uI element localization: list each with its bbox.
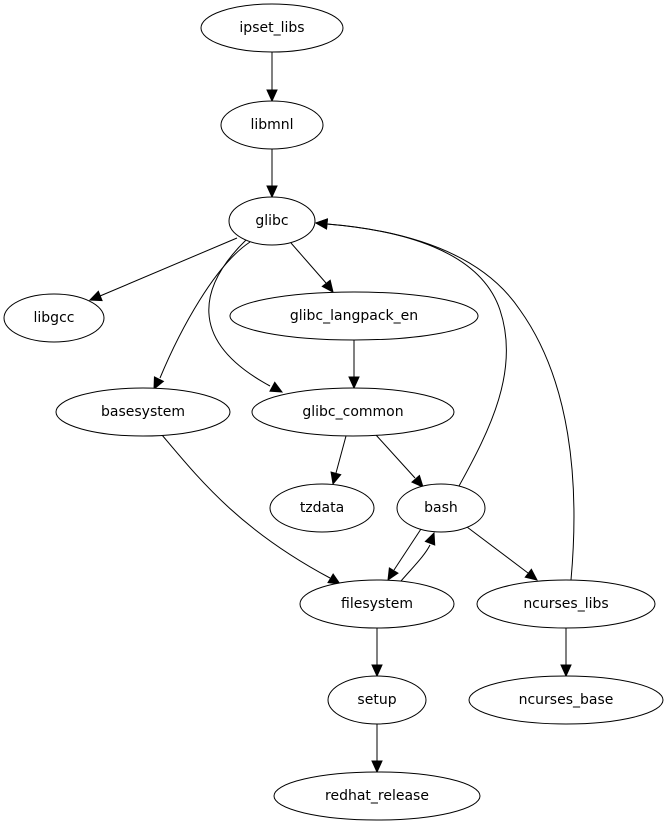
node-ncurses-libs[interactable]: ncurses_libs [476,579,656,629]
node-label: ncurses_libs [523,596,608,612]
node-label: libmnl [250,117,293,133]
node-label: filesystem [341,596,413,612]
edge-line [326,223,575,581]
node-basesystem[interactable]: basesystem [55,387,231,437]
node-ncurses-base[interactable]: ncurses_base [468,675,664,725]
node-ellipse[interactable] [269,483,375,533]
edge-glibc-to-glibc-common [208,239,284,393]
arrowhead-icon [411,474,424,488]
node-setup[interactable]: setup [327,675,427,725]
edge-line [159,241,251,379]
arrowhead-icon [424,531,436,546]
arrowhead-icon [327,573,342,585]
node-libmnl[interactable]: libmnl [220,100,324,150]
edge-bash-to-glibc [314,218,507,487]
arrowhead-icon [153,376,165,391]
node-label: glibc_common [302,404,403,420]
node-bash[interactable]: bash [396,483,486,533]
edge-setup-to-redhat-release [371,724,383,774]
node-ellipse[interactable] [273,771,481,821]
arrowhead-icon [269,381,284,393]
arrowhead-icon [266,89,278,103]
edge-line [290,242,327,284]
node-glibc[interactable]: glibc [228,196,316,246]
node-ellipse[interactable] [327,675,427,725]
edges-layer [88,52,575,774]
node-glibc-langpack-en[interactable]: glibc_langpack_en [229,291,479,341]
edge-glibc-langpack-en-to-glibc-common [348,340,360,390]
arrowhead-icon [88,290,103,302]
edge-line [393,528,422,571]
edge-libmnl-to-glibc [266,149,278,199]
node-ipset-libs[interactable]: ipset_libs [200,3,344,53]
node-ellipse[interactable] [476,579,656,629]
edge-glibc-to-glibc-langpack-en [290,242,334,293]
arrowhead-icon [371,760,383,774]
edge-line [161,434,331,579]
edge-filesystem-to-bash [400,531,436,582]
node-label: basesystem [101,404,185,420]
node-ellipse[interactable] [220,100,324,150]
node-ellipse[interactable] [200,3,344,53]
edge-basesystem-to-filesystem [161,434,342,585]
node-ellipse[interactable] [228,196,316,246]
edge-glibc-to-libgcc [88,237,238,302]
arrowhead-icon [387,567,399,582]
edge-line [335,435,347,474]
node-label: glibc_langpack_en [290,308,418,324]
node-ellipse[interactable] [3,293,105,343]
edge-ipset-libs-to-libmnl [266,52,278,103]
edge-glibc-common-to-tzdata [330,435,347,486]
node-glibc-common[interactable]: glibc_common [251,387,455,437]
node-ellipse[interactable] [396,483,486,533]
node-ellipse[interactable] [468,675,664,725]
edge-bash-to-filesystem [387,528,422,582]
arrowhead-icon [524,568,538,581]
arrowhead-icon [560,664,572,678]
arrowhead-icon [330,471,342,486]
edge-line [99,237,238,297]
node-label: ipset_libs [239,20,304,36]
arrowhead-icon [348,376,360,390]
edge-line [466,526,529,574]
edge-glibc-common-to-bash [375,434,424,488]
node-ellipse[interactable] [251,387,455,437]
node-label: bash [424,500,458,516]
edge-bash-to-ncurses-libs [466,526,538,581]
edge-line [208,239,271,387]
node-ellipse[interactable] [299,579,455,629]
arrowhead-icon [266,185,278,199]
node-redhat-release[interactable]: redhat_release [273,771,481,821]
node-label: ncurses_base [519,692,614,708]
arrowhead-icon [371,664,383,678]
edge-glibc-to-basesystem [153,241,251,391]
node-filesystem[interactable]: filesystem [299,579,455,629]
node-label: glibc [255,213,288,229]
node-libgcc[interactable]: libgcc [3,293,105,343]
edge-line [400,544,431,582]
node-label: libgcc [34,310,75,326]
node-ellipse[interactable] [229,291,479,341]
node-ellipse[interactable] [55,387,231,437]
node-label: tzdata [300,500,344,516]
node-tzdata[interactable]: tzdata [269,483,375,533]
edge-line [375,434,416,479]
arrowhead-icon [314,218,328,230]
edge-ncurses-libs-to-glibc [314,218,575,581]
arrowhead-icon [321,279,334,293]
node-label: setup [357,692,396,708]
node-label: redhat_release [325,788,429,804]
edge-ncurses-libs-to-ncurses-base [560,628,572,678]
edge-filesystem-to-setup [371,628,383,678]
